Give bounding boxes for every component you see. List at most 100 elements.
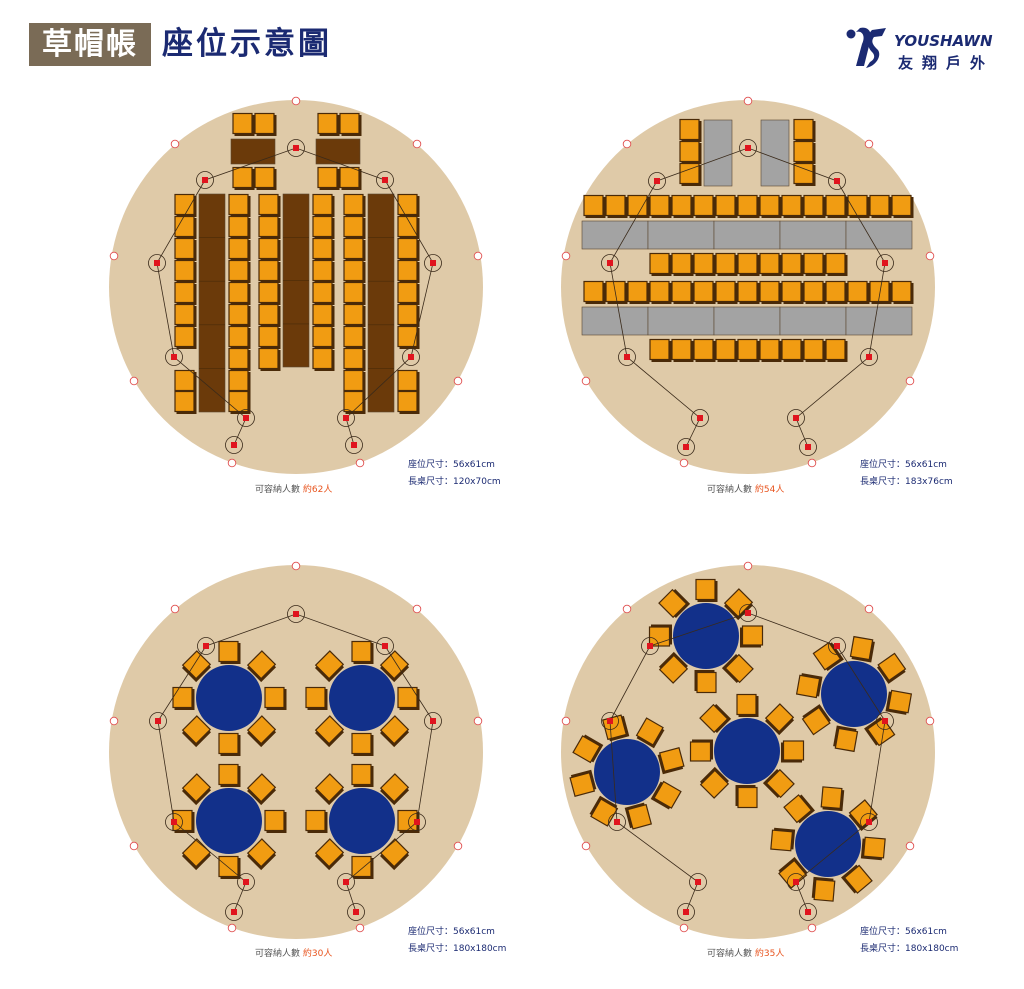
stake-marker — [227, 458, 237, 468]
pole-ring — [165, 348, 183, 366]
chair — [679, 118, 702, 142]
chair — [246, 773, 277, 806]
pole-ring — [689, 873, 707, 891]
chair — [671, 252, 694, 276]
chair — [671, 338, 694, 362]
long-table — [703, 119, 733, 187]
chair — [181, 773, 212, 806]
chair — [314, 838, 345, 871]
long-table — [845, 220, 913, 250]
pole-marker — [683, 909, 689, 915]
chair — [693, 194, 716, 218]
round-table — [795, 811, 861, 877]
chair — [228, 193, 251, 217]
pole-marker — [683, 444, 689, 450]
brand-logo: YOUSHAWN 友翔戶外 — [842, 22, 1012, 76]
pole-marker — [293, 145, 299, 151]
pole-ring — [860, 348, 878, 366]
pole-ring — [376, 171, 394, 189]
chair — [258, 215, 281, 239]
chair — [891, 280, 914, 304]
youshawn-logo-icon — [846, 27, 886, 68]
pole-marker — [614, 819, 620, 825]
pole-ring — [402, 348, 420, 366]
panel-3-capacity: 可容納人數 約30人 — [255, 949, 333, 959]
chair — [218, 732, 241, 756]
chair — [605, 194, 628, 218]
stake-marker — [170, 139, 180, 149]
chair — [891, 194, 914, 218]
chair — [305, 686, 328, 710]
chair — [694, 670, 717, 694]
pole-ring — [601, 712, 619, 730]
chair — [174, 259, 197, 283]
pole-ring — [618, 348, 636, 366]
chair — [781, 338, 804, 362]
chair — [246, 715, 277, 748]
pole-marker — [793, 415, 799, 421]
pole-ring — [196, 171, 214, 189]
chair — [583, 194, 606, 218]
stake-marker — [355, 923, 365, 933]
chair — [869, 280, 892, 304]
table-size: 長桌尺寸：183x76cm — [860, 477, 953, 487]
stake-marker — [291, 561, 301, 571]
pole-marker — [408, 354, 414, 360]
stake-marker — [679, 458, 689, 468]
pole-marker — [351, 442, 357, 448]
pole-ring — [787, 409, 805, 427]
long-table — [779, 220, 847, 250]
panel-2-diagram — [561, 96, 935, 474]
panel-4-capacity: 可容納人數 約35人 — [707, 949, 785, 959]
chair — [723, 588, 754, 621]
pole-ring — [148, 254, 166, 272]
pole-marker — [231, 909, 237, 915]
long-table — [845, 306, 913, 336]
pole-marker — [866, 354, 872, 360]
pole-marker — [155, 718, 161, 724]
chair — [397, 390, 420, 414]
page-title: 座位示意圖 — [162, 26, 332, 62]
pole-marker — [414, 819, 420, 825]
chair — [869, 194, 892, 218]
pole-ring — [787, 873, 805, 891]
chair — [825, 252, 848, 276]
chair — [174, 215, 197, 239]
stake-marker — [864, 139, 874, 149]
long-table — [647, 306, 715, 336]
chair — [343, 215, 366, 239]
chair — [218, 855, 241, 879]
long-table — [779, 306, 847, 336]
pole-ring — [876, 254, 894, 272]
pole-marker — [882, 718, 888, 724]
chair — [650, 780, 682, 810]
chair — [715, 252, 738, 276]
chair — [228, 237, 251, 261]
chair — [649, 194, 672, 218]
chair — [174, 325, 197, 349]
chair — [693, 280, 716, 304]
pole-marker — [202, 177, 208, 183]
long-table — [713, 306, 781, 336]
pole-marker — [745, 610, 751, 616]
chair — [770, 827, 796, 852]
chair — [218, 640, 241, 664]
stake-marker — [412, 604, 422, 614]
seat-size: 座位尺寸：56x61cm — [408, 927, 495, 937]
stake-marker — [129, 376, 139, 386]
pole-ring — [691, 409, 709, 427]
chair — [228, 390, 251, 414]
stake-marker — [622, 139, 632, 149]
pole-ring — [197, 637, 215, 655]
chair — [181, 838, 212, 871]
chair — [793, 118, 816, 142]
stake-marker — [561, 251, 571, 261]
pole-ring — [337, 409, 355, 427]
chair — [397, 193, 420, 217]
chair — [312, 215, 335, 239]
chair — [317, 112, 340, 136]
pole-ring — [225, 436, 243, 454]
chair — [258, 325, 281, 349]
chair — [833, 725, 859, 753]
pole-ring — [677, 903, 695, 921]
